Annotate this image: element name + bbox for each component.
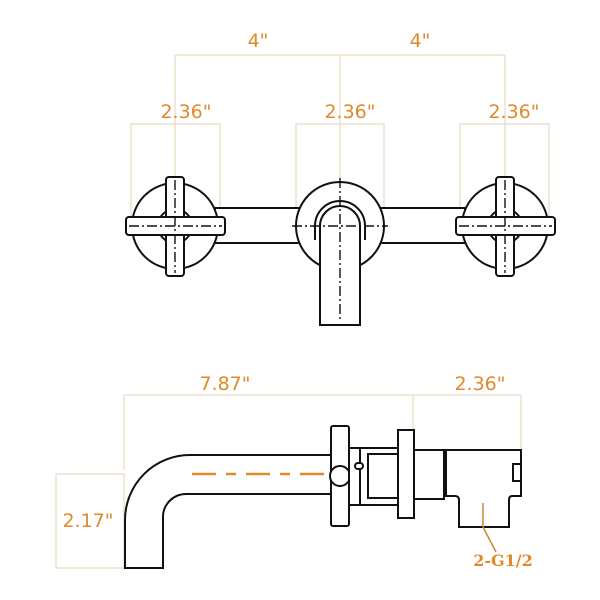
handle-right-width-label: 2.36" — [488, 101, 539, 123]
side-view: 7.87" 2.36" 2.17" 2-G1/2 — [55, 373, 533, 570]
inlet-thread-label: 2-G1/2 — [473, 551, 533, 570]
valve-neck — [413, 449, 445, 500]
spacing-dimension: 4" 4" — [174, 30, 506, 240]
inlet-thread-callout: 2-G1/2 — [473, 503, 533, 570]
right-cross-handle — [455, 176, 556, 277]
spacing-left-label: 4" — [248, 30, 269, 52]
spout — [124, 454, 334, 569]
center-lever-handle — [292, 178, 388, 326]
spacing-right-label: 4" — [410, 30, 431, 52]
valve-side-port — [512, 463, 522, 482]
cartridge-inner — [367, 453, 400, 499]
spout-escutcheon-width-label: 2.36" — [324, 101, 375, 123]
spout-reach-label: 7.87" — [199, 373, 250, 395]
left-cross-handle — [125, 176, 226, 277]
reach-dimensions: 7.87" 2.36" — [123, 373, 522, 470]
drop-dimension: 2.17" — [55, 473, 125, 569]
valve-body — [445, 449, 522, 528]
spout-drop-label: 2.17" — [62, 510, 113, 532]
front-view: 4" 4" 2.36" 2.36" 2.36" — [125, 30, 556, 326]
set-screw — [354, 462, 364, 470]
handle-left-width-label: 2.36" — [160, 101, 211, 123]
handle-hub — [329, 465, 351, 487]
escutcheon-flange — [397, 429, 415, 519]
valve-depth-label: 2.36" — [454, 373, 505, 395]
